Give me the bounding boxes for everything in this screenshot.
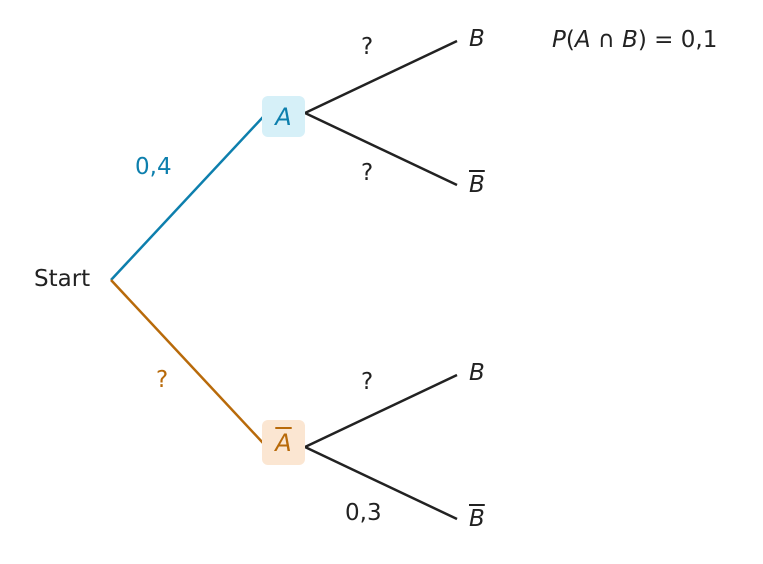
node-a: A: [262, 96, 305, 137]
leaf-a-not-b: B: [469, 172, 485, 198]
prob-a-not-b: ?: [361, 160, 374, 186]
prob-a-b: ?: [361, 34, 374, 60]
node-not-a-label: A: [275, 428, 292, 457]
branch-not-a-to-b: [304, 373, 458, 449]
prob-not-a-not-b: 0,3: [345, 500, 382, 526]
node-a-label: A: [275, 102, 292, 131]
branch-not-a-to-not-b: [304, 445, 458, 521]
prob-not-a: ?: [156, 367, 169, 393]
prob-a: 0,4: [135, 154, 172, 180]
branch-start-to-a: [110, 116, 264, 281]
leaf-a-b: B: [469, 26, 485, 52]
prob-not-a-b: ?: [361, 369, 374, 395]
formula-intersection: P(A ∩ B) = 0,1: [552, 27, 718, 53]
leaf-not-a-b: B: [469, 360, 485, 386]
leaf-not-a-not-b: B: [469, 506, 485, 532]
branch-a-to-not-b: [304, 111, 458, 187]
start-label: Start: [34, 266, 91, 292]
node-not-a: A: [262, 420, 305, 465]
branch-start-to-not-a: [110, 279, 264, 444]
branch-a-to-b: [304, 39, 458, 115]
